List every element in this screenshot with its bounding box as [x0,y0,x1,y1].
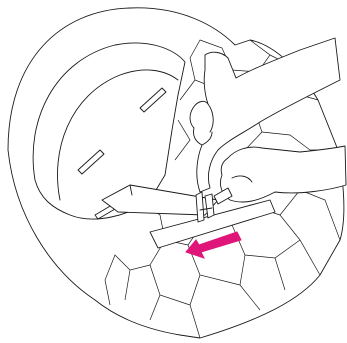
technical-illustration [0,0,347,343]
diagram-canvas [0,0,347,343]
